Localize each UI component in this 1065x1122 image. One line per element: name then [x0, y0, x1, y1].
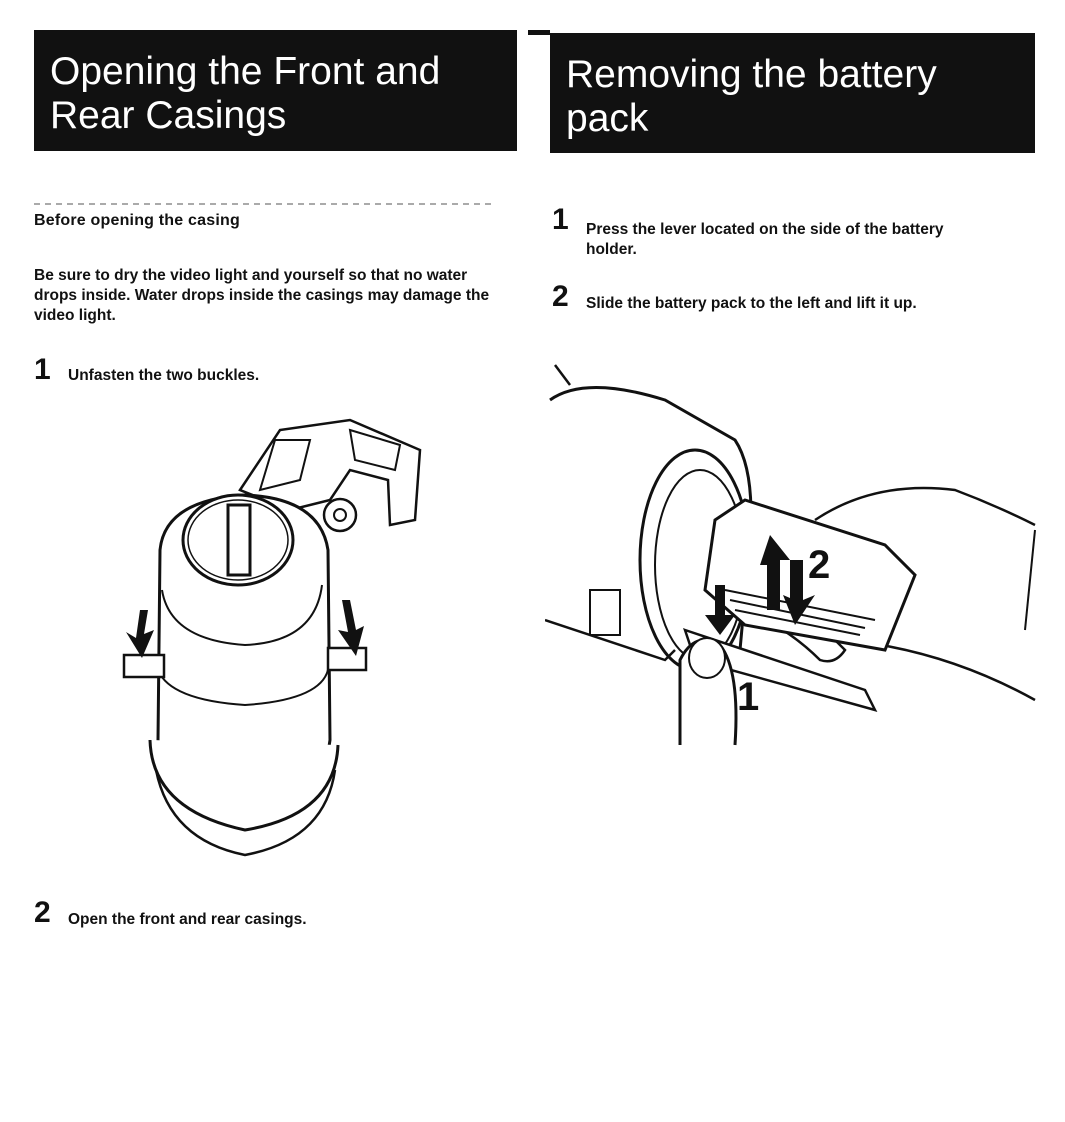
- casing-illustration: [122, 418, 422, 857]
- right-step-2-number: 2: [552, 280, 569, 313]
- right-section-header: Removing the battery pack: [550, 33, 1035, 153]
- right-title-line-2: pack: [566, 97, 649, 140]
- intro-paragraph: Be sure to dry the video light and yours…: [34, 267, 490, 324]
- figure-label-2: 2: [808, 543, 830, 587]
- right-title-line-1: Removing the battery: [566, 53, 937, 96]
- right-step-2-text: Slide the battery pack to the left and l…: [586, 295, 917, 312]
- left-section-header: Opening the Front and Rear Casings: [34, 30, 517, 151]
- left-step-2-text: Open the front and rear casings.: [68, 911, 307, 928]
- right-step-1-text: Press the lever located on the side of t…: [586, 220, 1006, 260]
- before-opening-subheading: Before opening the casing: [34, 212, 240, 229]
- right-step-1-text-line-2: holder.: [586, 241, 637, 258]
- left-title-line-2: Rear Casings: [50, 94, 287, 137]
- left-step-1-number: 1: [34, 353, 51, 386]
- battery-removal-illustration: 2 1: [545, 364, 1036, 746]
- left-step-1-text: Unfasten the two buckles.: [68, 367, 260, 384]
- figure-label-1: 1: [737, 675, 759, 719]
- right-step-1-text-line-1: Press the lever located on the side of t…: [586, 221, 944, 238]
- subheading-rule: [34, 203, 494, 205]
- left-title-line-1: Opening the Front and: [50, 50, 441, 93]
- header-divider-bar: [528, 30, 550, 35]
- left-step-2-number: 2: [34, 896, 51, 929]
- right-step-1-number: 1: [552, 203, 569, 236]
